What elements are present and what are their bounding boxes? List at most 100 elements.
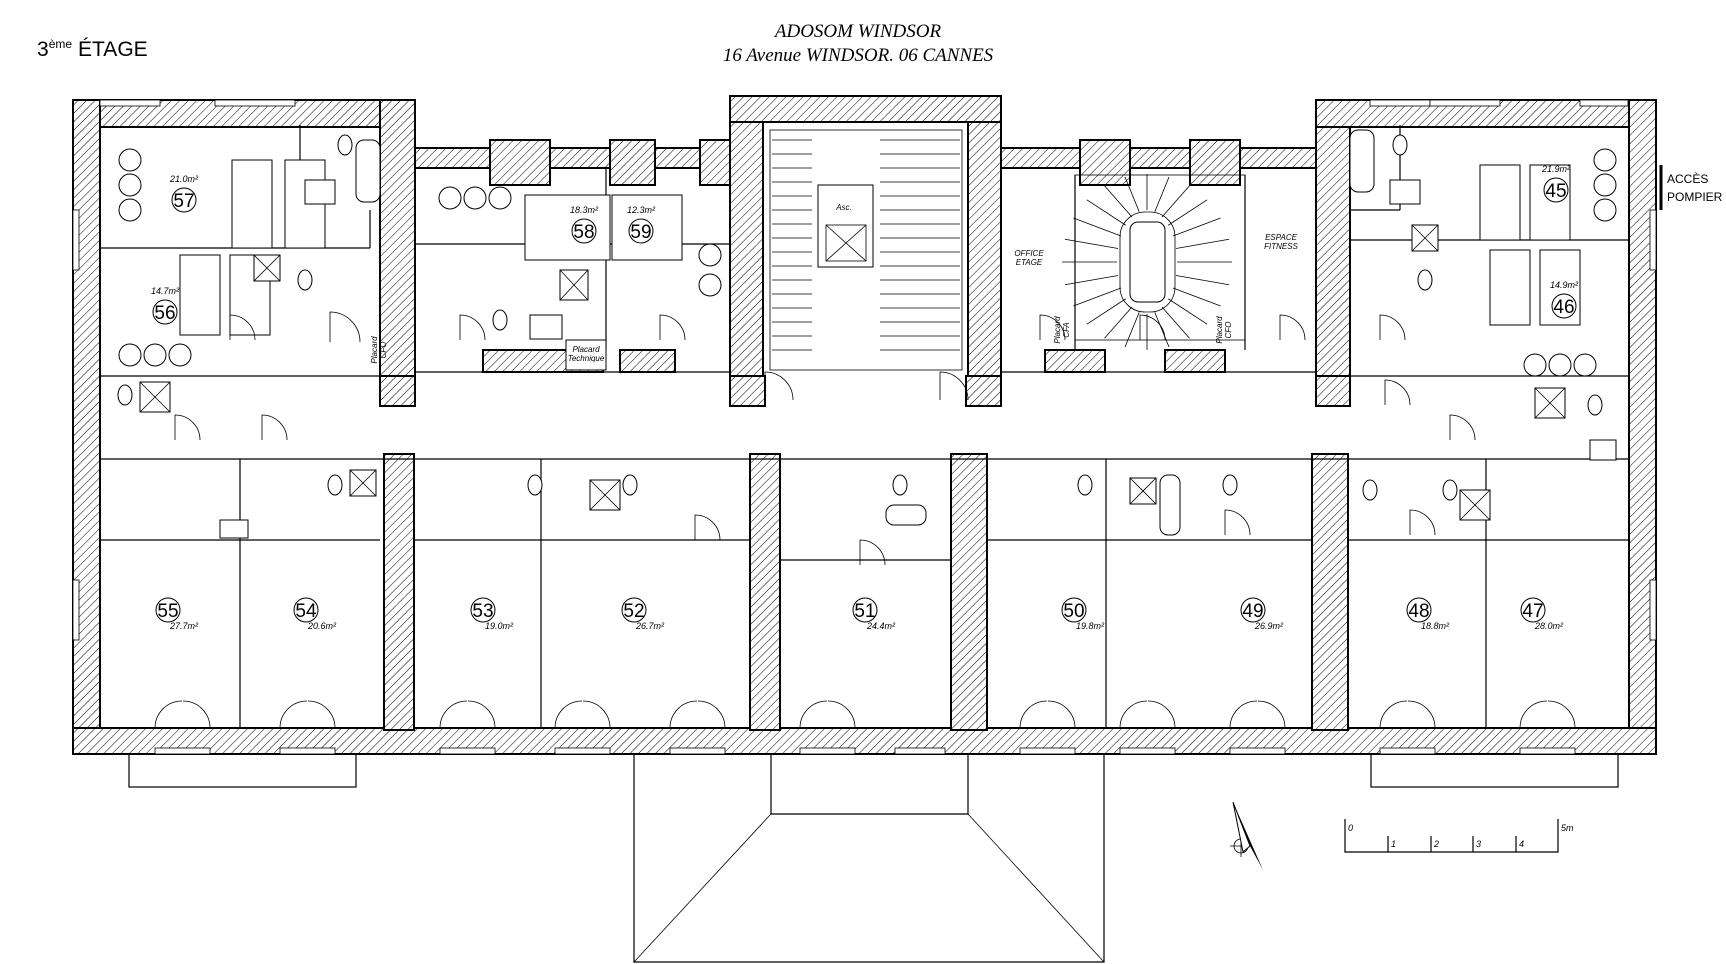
door — [459, 314, 486, 341]
room-area: 28.0m² — [1534, 621, 1564, 631]
room-number-circle — [1520, 597, 1546, 623]
bathtub — [1349, 129, 1375, 193]
chair — [143, 343, 167, 367]
toilet — [1442, 479, 1458, 501]
french-door — [1147, 700, 1176, 729]
wall — [749, 453, 781, 731]
room-number-circle — [293, 597, 319, 623]
room-area: 26.7m² — [635, 621, 665, 631]
wall — [1000, 147, 1317, 169]
window — [72, 579, 80, 641]
window — [1019, 747, 1076, 755]
bed — [231, 159, 273, 249]
room-number: 54 — [295, 601, 317, 622]
wall — [1164, 349, 1226, 373]
room-number: 46 — [1553, 297, 1574, 318]
room-area: 21.0m² — [169, 174, 199, 184]
window — [669, 747, 726, 755]
scale-tick: 0 — [1348, 823, 1353, 833]
chair — [1548, 353, 1572, 377]
french-door — [1229, 700, 1258, 729]
door — [1379, 314, 1406, 341]
window — [154, 747, 211, 755]
bathtub — [1159, 474, 1181, 536]
french-door — [467, 700, 496, 729]
toilet — [622, 474, 638, 496]
bed — [1489, 249, 1531, 326]
room-number: 59 — [630, 222, 651, 243]
room-3: 59 12.3m² — [627, 205, 656, 244]
window — [1369, 99, 1431, 107]
room-area: 14.9m² — [1550, 280, 1579, 290]
wall — [1079, 139, 1131, 186]
toilet — [1587, 394, 1603, 416]
chair — [463, 186, 487, 210]
french-door — [1119, 700, 1148, 729]
wall — [1189, 139, 1241, 186]
french-door — [1047, 700, 1076, 729]
french-door — [1019, 700, 1048, 729]
sink — [529, 314, 563, 340]
wall — [1315, 375, 1351, 407]
room-number: 52 — [623, 601, 644, 622]
room-area: 12.3m² — [627, 205, 656, 215]
room-number-circle — [1543, 177, 1569, 203]
room-number: 55 — [157, 601, 178, 622]
toilet — [1392, 134, 1408, 156]
window — [894, 747, 946, 755]
bed — [1529, 164, 1571, 241]
window — [799, 747, 856, 755]
chair — [1593, 198, 1617, 222]
door — [261, 414, 288, 441]
room-area: 20.6m² — [307, 621, 337, 631]
door — [229, 314, 256, 341]
window — [72, 209, 80, 271]
bathtub — [885, 504, 927, 526]
wall — [609, 139, 656, 186]
room-number-circle — [470, 597, 496, 623]
toilet — [117, 384, 133, 406]
wall — [619, 349, 676, 373]
building-title: ADOSOM WINDSOR — [773, 21, 942, 42]
window — [439, 747, 496, 755]
toilet — [1222, 474, 1238, 496]
door — [694, 514, 721, 541]
bathtub — [355, 139, 381, 203]
french-door — [1379, 700, 1408, 729]
room-number: 58 — [573, 222, 594, 243]
french-door — [697, 700, 726, 729]
door — [1384, 379, 1411, 406]
french-door — [554, 700, 583, 729]
french-door — [154, 700, 183, 729]
room-number-circle — [1240, 597, 1266, 623]
toilet — [327, 474, 343, 496]
chair — [118, 343, 142, 367]
wall — [379, 99, 416, 377]
room-number-circle — [852, 597, 878, 623]
room-number-circle — [571, 218, 597, 244]
wall — [950, 453, 988, 731]
scale-tick: 4 — [1519, 839, 1524, 849]
room-number-circle — [171, 187, 197, 213]
sink — [1389, 179, 1421, 205]
window — [1649, 209, 1657, 271]
window — [1429, 99, 1501, 107]
wall — [489, 139, 551, 186]
room-number: 47 — [1522, 601, 1543, 622]
chair — [488, 186, 512, 210]
window — [214, 99, 296, 107]
door — [1039, 314, 1066, 341]
room-area: 19.8m² — [1076, 621, 1105, 631]
chair — [168, 343, 192, 367]
wall — [383, 453, 415, 731]
wall — [414, 147, 731, 169]
sink — [304, 179, 336, 205]
